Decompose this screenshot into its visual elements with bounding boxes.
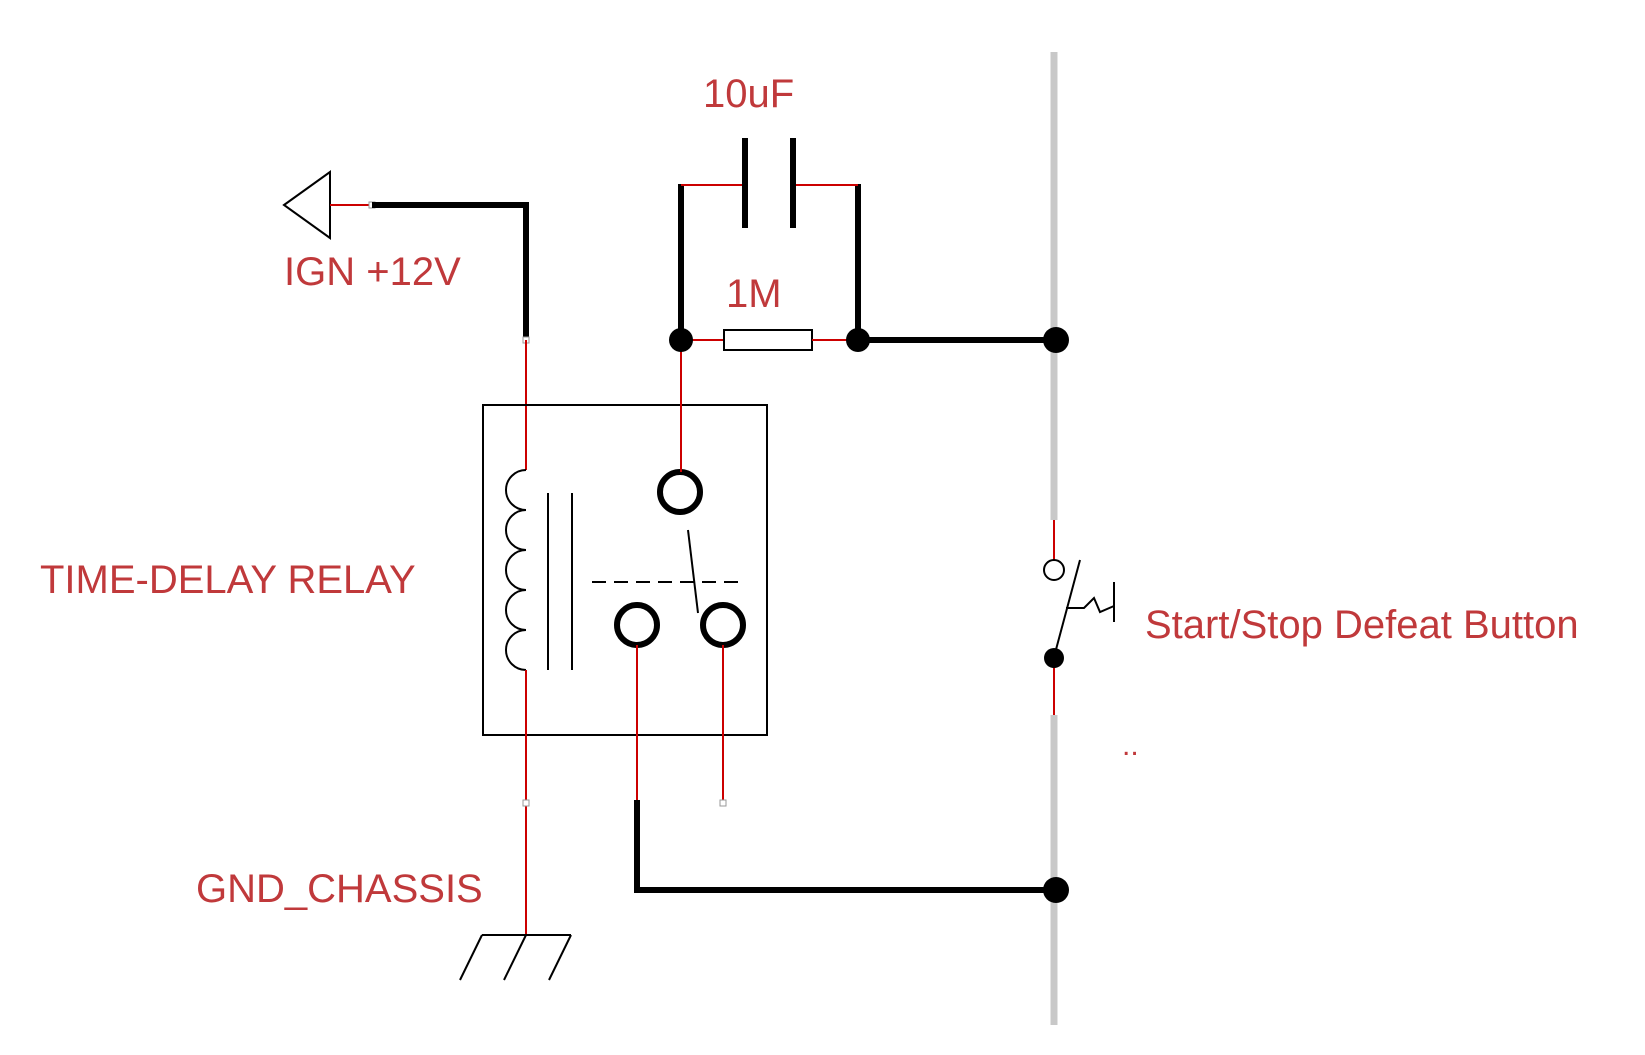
supply-wire	[372, 202, 530, 470]
supply-label: IGN +12V	[284, 250, 461, 294]
nc-contact	[614, 602, 660, 648]
chassis-ground-icon	[459, 934, 572, 981]
nc-wire	[634, 645, 1069, 903]
relay-icon	[482, 404, 768, 736]
capacitor-icon	[742, 138, 796, 228]
junction-dot	[669, 328, 693, 352]
ground-wire	[522, 670, 530, 935]
dots-label: ..	[1122, 729, 1139, 762]
junction-dot	[1043, 877, 1069, 903]
relay-label: TIME-DELAY RELAY	[40, 558, 416, 602]
no-wire	[719, 645, 727, 807]
ground-label: GND_CHASSIS	[196, 867, 483, 911]
button-label: Start/Stop Defeat Button	[1145, 603, 1579, 647]
capacitor-label: 10uF	[703, 72, 794, 116]
junction-dot	[1043, 327, 1069, 353]
rc-network	[669, 138, 1069, 472]
resistor-label: 1M	[726, 272, 782, 316]
resistor-icon	[723, 329, 813, 351]
common-contact	[657, 469, 703, 515]
coil-icon	[505, 469, 527, 671]
relay-box	[482, 404, 768, 736]
supply-arrow-icon	[282, 170, 376, 240]
pushbutton-switch-icon[interactable]	[1043, 559, 1115, 668]
no-contact	[700, 602, 746, 648]
junction-dot	[846, 328, 870, 352]
